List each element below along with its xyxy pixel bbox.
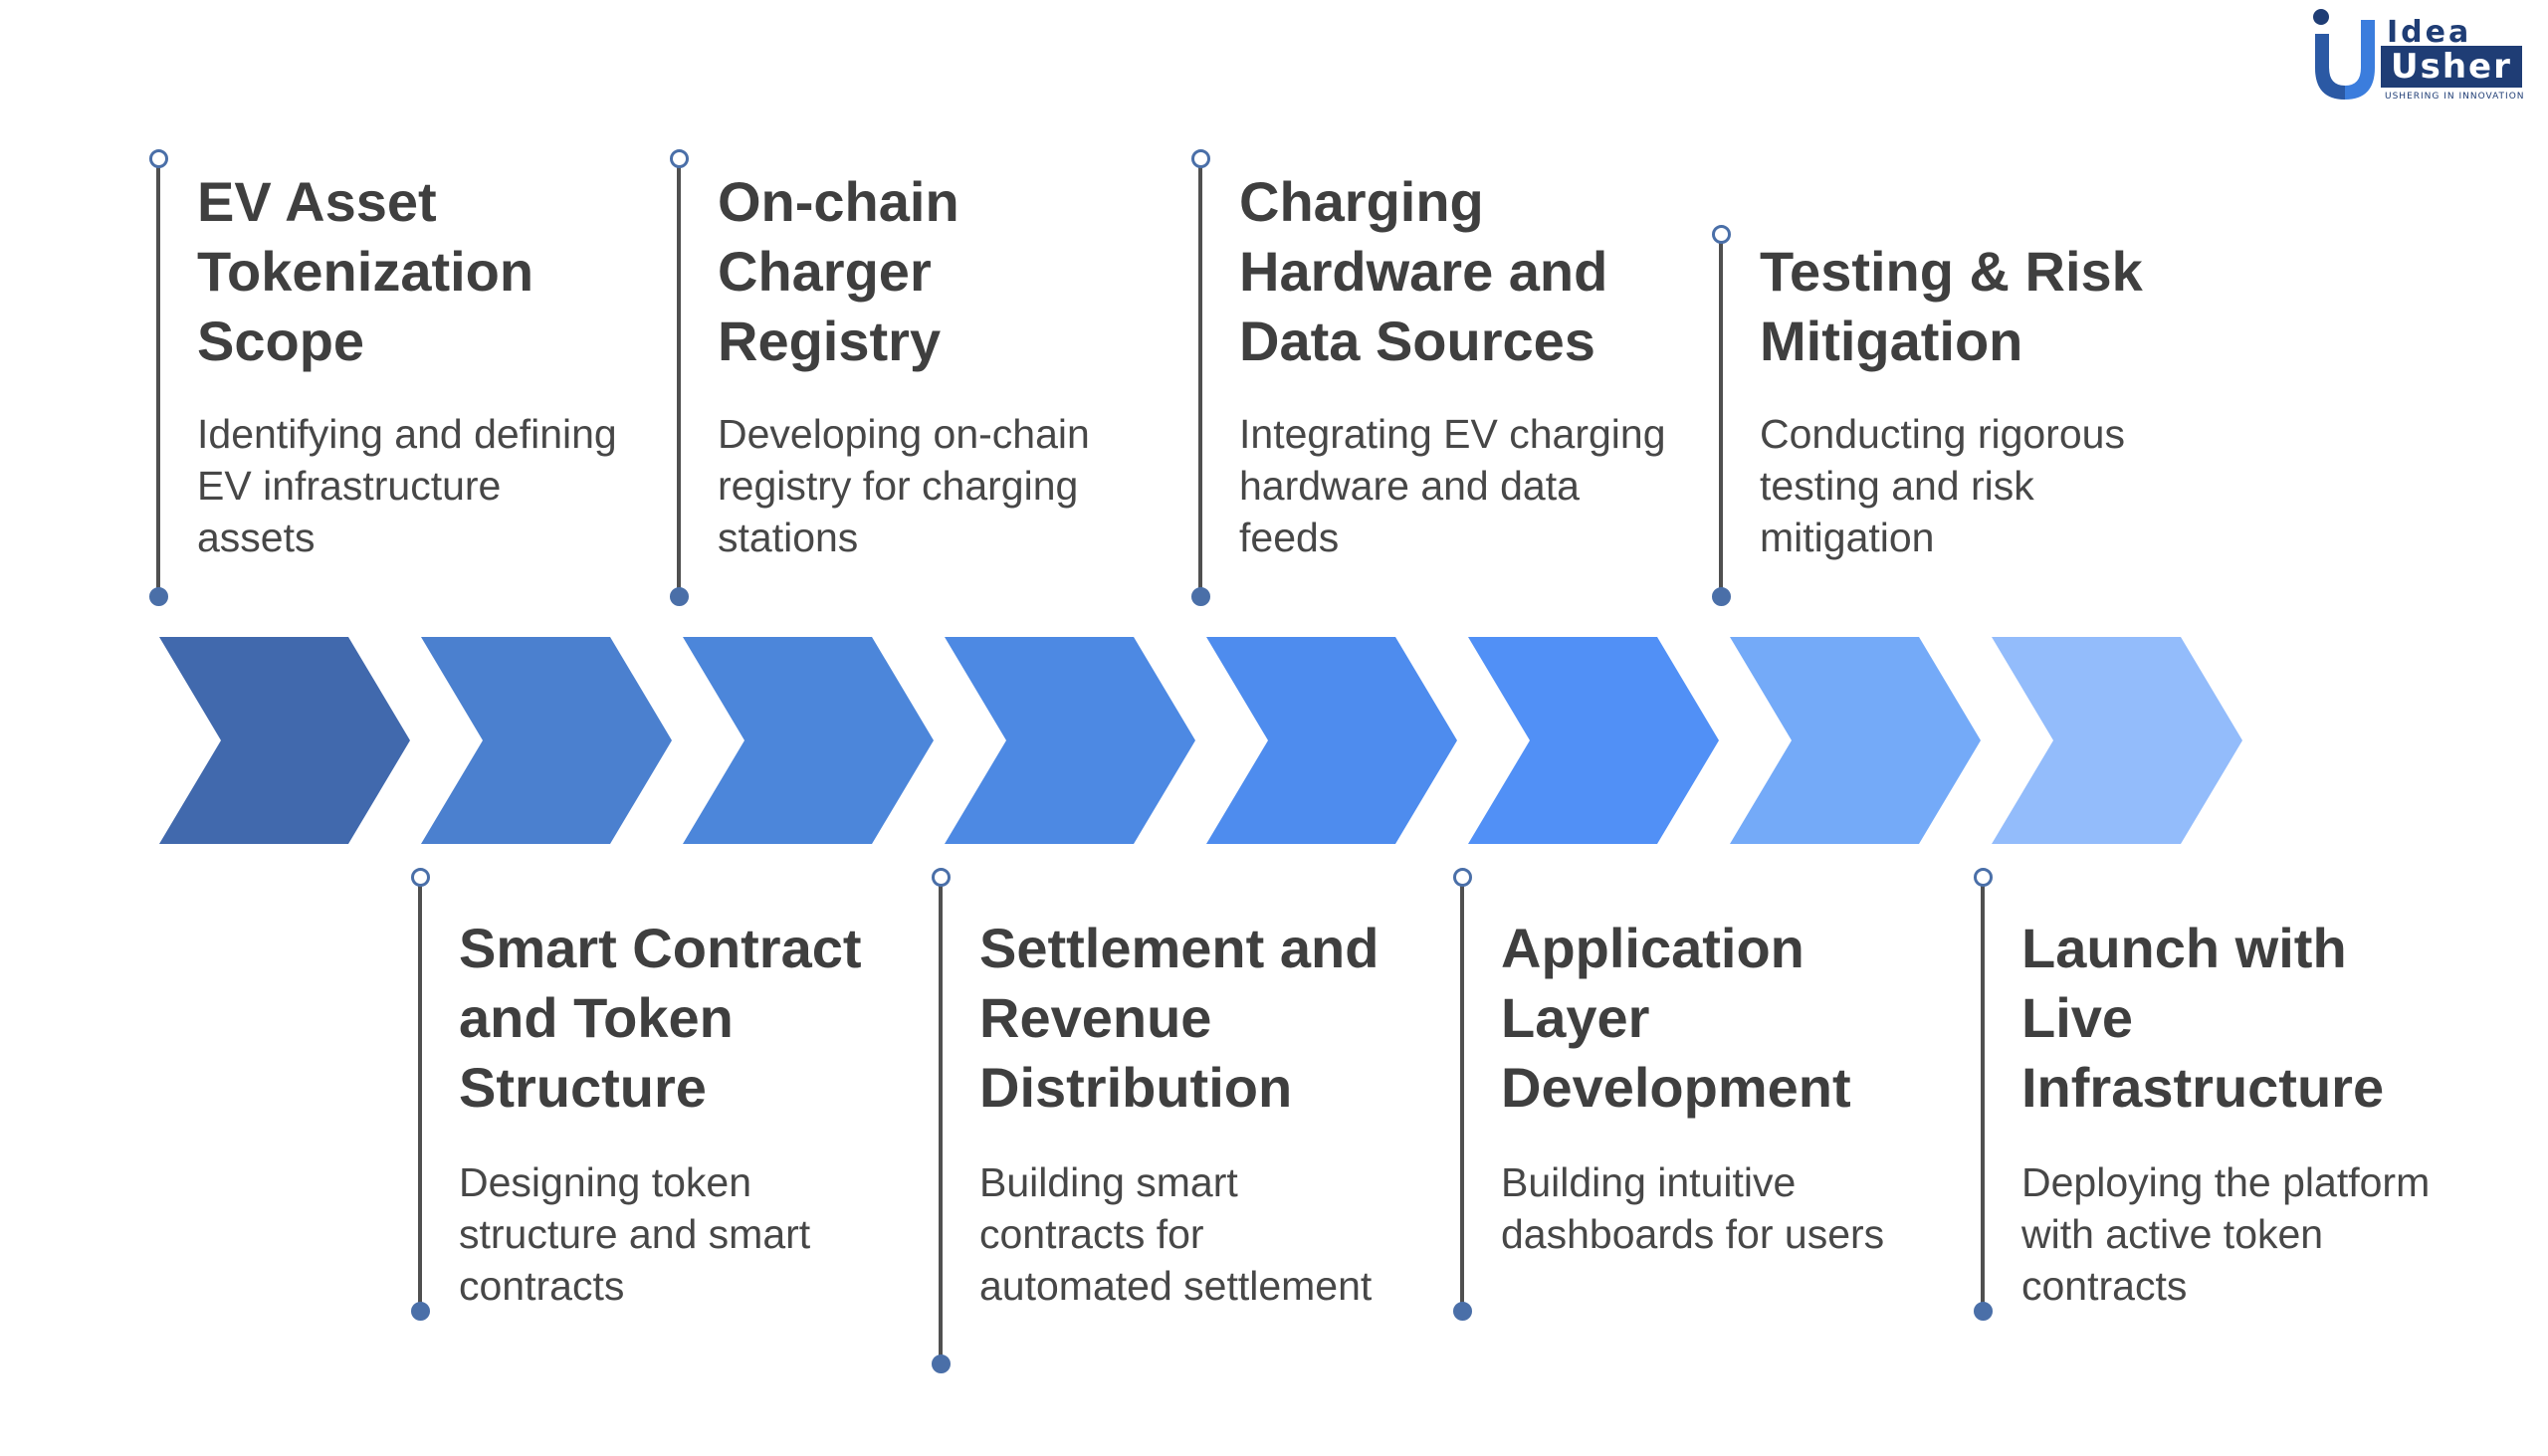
step-description: Designing token structure and smart cont…: [459, 1159, 811, 1309]
step-7-connector: [1719, 233, 1723, 596]
step-2-marker-end: [410, 1302, 430, 1321]
chevron-step-6: [1468, 637, 1719, 844]
step-7-marker-end: [1711, 587, 1731, 606]
step-6-marker-start: [1452, 868, 1472, 887]
step-4-connector: [939, 876, 943, 1363]
step-6-connector: [1460, 876, 1464, 1311]
step-6-marker-end: [1452, 1302, 1472, 1321]
chevron-step-1: [159, 637, 410, 844]
step-3-connector: [677, 157, 681, 596]
chevron-step-2: [421, 637, 672, 844]
step-description: Building smart contracts for automated s…: [979, 1159, 1373, 1309]
logo-tagline: USHERING IN INNOVATION: [2385, 92, 2525, 102]
step-title: Launch with Live Infrastructure: [2021, 917, 2385, 1119]
step-8-marker-start: [1973, 868, 1993, 887]
step-description: Building intuitive dashboards for users: [1501, 1159, 1885, 1257]
step-4-marker-end: [931, 1354, 951, 1373]
step-description: Deploying the platform with active token…: [2021, 1159, 2431, 1309]
step-5-connector: [1198, 157, 1202, 596]
step-title: Application Layer Development: [1501, 917, 1851, 1119]
chevron-step-5: [1206, 637, 1457, 844]
step-description: Developing on-chain registry for chargin…: [718, 411, 1090, 560]
step-description: Integrating EV charging hardware and dat…: [1239, 411, 1666, 560]
step-3-marker-start: [669, 149, 689, 168]
step-1-marker-end: [148, 587, 168, 606]
chevron-step-4: [945, 637, 1195, 844]
chevron-step-3: [683, 637, 934, 844]
step-title: Smart Contract and Token Structure: [459, 917, 862, 1119]
step-2-connector: [418, 876, 422, 1311]
step-title: EV Asset Tokenization Scope: [197, 170, 534, 372]
step-5-marker-end: [1190, 587, 1210, 606]
company-logo: Idea Usher USHERING IN INNOVATION: [2309, 8, 2538, 103]
step-4-marker-start: [931, 868, 951, 887]
chevron-step-8: [1992, 637, 2242, 844]
logo-u-icon: [2313, 9, 2375, 100]
step-title: Settlement and Revenue Distribution: [979, 917, 1380, 1119]
step-8-marker-end: [1973, 1302, 1993, 1321]
step-description: Conducting rigorous testing and risk mit…: [1760, 411, 2125, 560]
step-8-connector: [1981, 876, 1985, 1311]
step-7-marker-start: [1711, 225, 1731, 244]
step-title: On-chain Charger Registry: [718, 170, 959, 372]
logo-word-idea: Idea: [2387, 15, 2472, 50]
step-5-marker-start: [1190, 149, 1210, 168]
logo-word-usher: Usher: [2381, 46, 2522, 88]
chevron-step-7: [1730, 637, 1981, 844]
step-title: Charging Hardware and Data Sources: [1239, 170, 1608, 372]
step-description: Identifying and defining EV infrastructu…: [197, 411, 617, 560]
step-3-marker-end: [669, 587, 689, 606]
step-1-connector: [156, 157, 160, 596]
step-title: Testing & Risk Mitigation: [1760, 240, 2143, 372]
step-2-marker-start: [410, 868, 430, 887]
step-1-marker-start: [148, 149, 168, 168]
